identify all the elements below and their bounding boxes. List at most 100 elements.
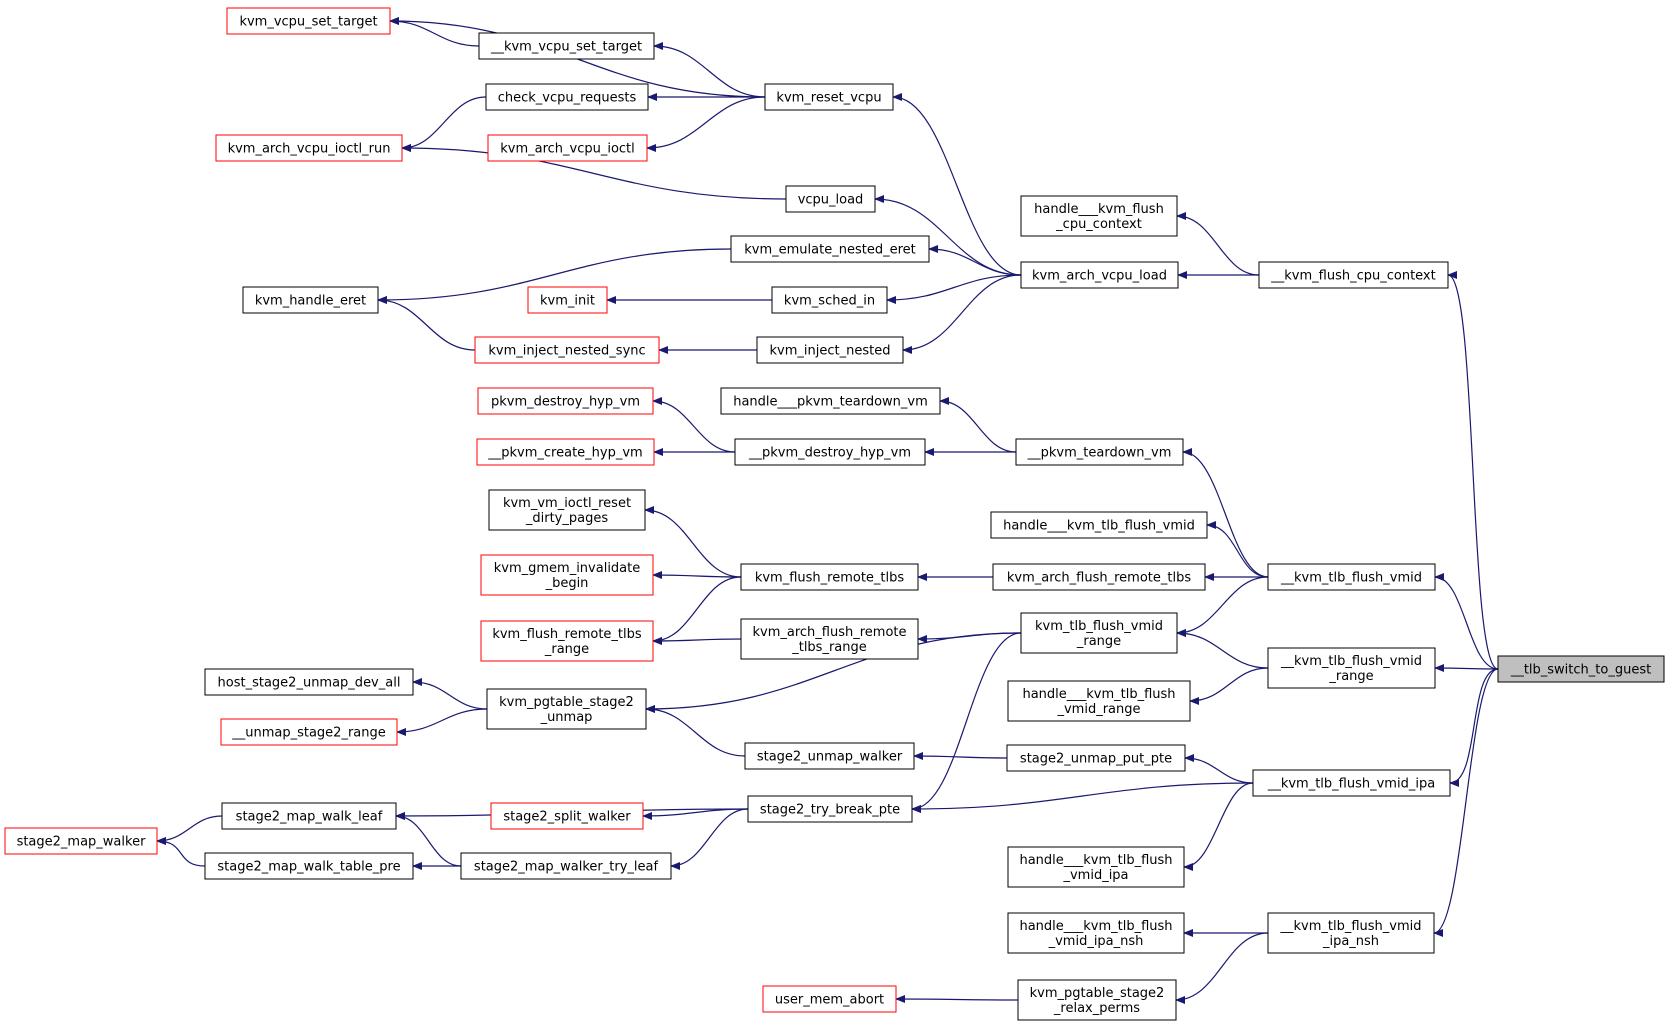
- edge-__kvm_vcpu_set_target-to-kvm_vcpu_set_target: [389, 17, 480, 47]
- node-label: handle___kvm_tlb_flush_vmid: [1003, 519, 1195, 534]
- node-label: handle___kvm_tlb_flush: [1019, 919, 1172, 934]
- node-stage2-split-walker[interactable]: stage2_split_walker: [490, 802, 644, 830]
- node-label: stage2_map_walk_table_pre: [217, 860, 400, 875]
- node-host-stage2-unmap-dev-all[interactable]: host_stage2_unmap_dev_all: [204, 668, 414, 696]
- node-box: [1015, 438, 1184, 466]
- node-kvm-arch-vcpu-ioctl-run[interactable]: kvm_arch_vcpu_ioctl_run: [215, 134, 403, 162]
- node-box: [1267, 647, 1436, 689]
- node-label: kvm_handle_eret: [255, 294, 366, 309]
- node-stage2-unmap-put-pte[interactable]: stage2_unmap_put_pte: [1006, 744, 1186, 772]
- node-user-mem-abort[interactable]: user_mem_abort: [762, 985, 897, 1013]
- node-box: [992, 563, 1206, 591]
- node-stage2-unmap-walker[interactable]: stage2_unmap_walker: [744, 742, 915, 770]
- node-box: [1007, 846, 1185, 888]
- node-stage2-map-walker-try-leaf[interactable]: stage2_map_walker_try_leaf: [460, 852, 672, 880]
- node-box: [480, 554, 654, 596]
- node-kvm-pgtable-stage2-relax-perms[interactable]: kvm_pgtable_stage2_relax_perms: [1017, 979, 1177, 1021]
- node-box: [785, 185, 876, 213]
- nodes-layer: kvm_vcpu_set_target __kvm_vcpu_set_target…: [4, 7, 1665, 1021]
- node-box: [764, 83, 894, 111]
- node-check-vcpu-requests[interactable]: check_vcpu_requests: [485, 83, 649, 111]
- node-kvm-pgtable-stage2-unmap[interactable]: kvm_pgtable_stage2_unmap: [486, 688, 647, 730]
- node-kvm-flush-cpu-context[interactable]: __kvm_flush_cpu_context: [1258, 261, 1449, 289]
- node-kvm-inject-nested-sync[interactable]: kvm_inject_nested_sync: [474, 336, 660, 364]
- node-kvm-arch-flush-remote-tlbs-range[interactable]: kvm_arch_flush_remote_tlbs_range: [740, 618, 919, 660]
- node-pkvm-destroy-hyp-vm[interactable]: pkvm_destroy_hyp_vm: [477, 387, 654, 415]
- node-handle-kvm-tlb-flush-vmid-range[interactable]: handle___kvm_tlb_flush_vmid_range: [1007, 680, 1191, 722]
- node-kvm-tlb-flush-vmid[interactable]: __kvm_tlb_flush_vmid: [1267, 563, 1436, 591]
- node-stage2-map-walk-leaf[interactable]: stage2_map_walk_leaf: [221, 802, 397, 830]
- node-vcpu-load[interactable]: vcpu_load: [785, 185, 876, 213]
- node-box: [487, 134, 648, 162]
- node-kvm-arch-vcpu-ioctl[interactable]: kvm_arch_vcpu_ioctl: [487, 134, 648, 162]
- node-kvm-flush-remote-tlbs-range[interactable]: kvm_flush_remote_tlbs_range: [480, 620, 654, 662]
- node-kvm-sched-in[interactable]: kvm_sched_in: [771, 286, 888, 314]
- node-pkvm-teardown-vm[interactable]: __pkvm_teardown_vm: [1015, 438, 1184, 466]
- node-box: [460, 852, 672, 880]
- edge-kvm_tlb_flush_vmid_range-to-stage2_try_break_pte: [911, 632, 1022, 813]
- node-kvm-arch-vcpu-load[interactable]: kvm_arch_vcpu_load: [1020, 261, 1179, 289]
- edge-__kvm_tlb_flush_vmid-to-__pkvm_teardown_vm: [1182, 448, 1269, 578]
- node-handle-kvm-tlb-flush-vmid-ipa-nsh[interactable]: handle___kvm_tlb_flush_vmid_ipa_nsh: [1007, 912, 1185, 954]
- node-label: stage2_try_break_pte: [760, 803, 900, 818]
- edge-__kvm_flush_cpu_context-to-handle___kvm_flush_cpu_context: [1176, 212, 1260, 276]
- node-tlb-switch-to-guest[interactable]: __tlb_switch_to_guest: [1497, 655, 1665, 683]
- edge-kvm_arch_vcpu_load-to-kvm_sched_in: [886, 274, 1022, 304]
- node-kvm-inject-nested[interactable]: kvm_inject_nested: [756, 336, 904, 364]
- node-handle-kvm-tlb-flush-vmid-ipa[interactable]: handle___kvm_tlb_flush_vmid_ipa: [1007, 846, 1185, 888]
- node-label: vcpu_load: [798, 193, 864, 208]
- node-kvm-vcpu-set-target[interactable]: __kvm_vcpu_set_target: [478, 32, 655, 60]
- node-label: handle___kvm_tlb_flush: [1022, 687, 1175, 702]
- node-stage2-try-break-pte[interactable]: stage2_try_break_pte: [747, 795, 913, 823]
- node-label: kvm_pgtable_stage2: [1030, 986, 1165, 1001]
- edge-kvm_arch_vcpu_load-to-kvm_emulate_nested_eret: [928, 245, 1022, 276]
- node-label: kvm_sched_in: [784, 294, 875, 309]
- node-handle-kvm-flush-cpu-context[interactable]: handle___kvm_flush_cpu_context: [1020, 195, 1178, 237]
- edge-__kvm_tlb_flush_vmid_range-to-kvm_tlb_flush_vmid_range: [1176, 629, 1269, 669]
- node-label: __pkvm_create_hyp_vm: [487, 446, 642, 461]
- node-label: __kvm_tlb_flush_vmid: [1280, 571, 1422, 586]
- node-box: [527, 286, 608, 314]
- node-box: [771, 286, 888, 314]
- edge-stage2_map_walk_leaf-to-stage2_map_walker: [156, 815, 223, 845]
- edge-kvm_pgtable_stage2_unmap-to-host_stage2_unmap_dev_all: [412, 678, 488, 710]
- node-kvm-arch-flush-remote-tlbs[interactable]: kvm_arch_flush_remote_tlbs: [992, 563, 1206, 591]
- node-kvm-vcpu-set-target[interactable]: kvm_vcpu_set_target: [226, 7, 391, 35]
- node-label: _range: [1076, 634, 1121, 649]
- node-kvm-tlb-flush-vmid-ipa-nsh[interactable]: __kvm_tlb_flush_vmid_ipa_nsh: [1267, 912, 1435, 954]
- node-kvm-init[interactable]: kvm_init: [527, 286, 608, 314]
- node-handle-pkvm-teardown-vm[interactable]: handle___pkvm_teardown_vm: [720, 387, 941, 415]
- node-label: __kvm_vcpu_set_target: [490, 40, 642, 55]
- node-kvm-tlb-flush-vmid-range[interactable]: kvm_tlb_flush_vmid_range: [1020, 612, 1178, 654]
- edge-__kvm_tlb_flush_vmid_ipa-to-handle___kvm_tlb_flush_vmid_ipa: [1183, 782, 1254, 871]
- node-pkvm-create-hyp-vm[interactable]: __pkvm_create_hyp_vm: [476, 438, 655, 466]
- node-unmap-stage2-range[interactable]: __unmap_stage2_range: [220, 718, 398, 746]
- node-box: [474, 336, 660, 364]
- node-box: [226, 7, 391, 35]
- node-handle-kvm-tlb-flush-vmid[interactable]: handle___kvm_tlb_flush_vmid: [990, 511, 1208, 539]
- node-box: [1020, 261, 1179, 289]
- node-kvm-vm-ioctl-reset-dirty-pages[interactable]: kvm_vm_ioctl_reset_dirty_pages: [488, 489, 646, 531]
- node-label: _range: [544, 642, 589, 657]
- node-pkvm-destroy-hyp-vm[interactable]: __pkvm_destroy_hyp_vm: [734, 438, 926, 466]
- node-kvm-flush-remote-tlbs[interactable]: kvm_flush_remote_tlbs: [740, 563, 919, 591]
- node-stage2-map-walker[interactable]: stage2_map_walker: [4, 827, 158, 855]
- node-box: [756, 336, 904, 364]
- node-kvm-gmem-invalidate-begin[interactable]: kvm_gmem_invalidate_begin: [480, 554, 654, 596]
- node-box: [740, 563, 919, 591]
- node-box: [1006, 744, 1186, 772]
- node-stage2-map-walk-table-pre[interactable]: stage2_map_walk_table_pre: [204, 852, 414, 880]
- edge-kvm_arch_flush_remote_tlbs_range-to-kvm_flush_remote_tlbs_range: [652, 636, 742, 645]
- node-label: _vmid_ipa_nsh: [1048, 934, 1144, 949]
- node-kvm-emulate-nested-eret[interactable]: kvm_emulate_nested_eret: [730, 235, 930, 263]
- node-kvm-tlb-flush-vmid-range[interactable]: __kvm_tlb_flush_vmid_range: [1267, 647, 1436, 689]
- node-box: [1020, 195, 1178, 237]
- node-kvm-handle-eret[interactable]: kvm_handle_eret: [242, 286, 379, 314]
- node-box: [1007, 680, 1191, 722]
- node-kvm-tlb-flush-vmid-ipa[interactable]: __kvm_tlb_flush_vmid_ipa: [1252, 769, 1451, 797]
- node-kvm-reset-vcpu[interactable]: kvm_reset_vcpu: [764, 83, 894, 111]
- edge-__kvm_tlb_flush_vmid-to-kvm_tlb_flush_vmid_range: [1176, 576, 1269, 637]
- node-box: [204, 852, 414, 880]
- edge-__tlb_switch_to_guest-to-__kvm_tlb_flush_vmid_ipa: [1449, 668, 1499, 787]
- node-label: kvm_gmem_invalidate: [494, 561, 641, 576]
